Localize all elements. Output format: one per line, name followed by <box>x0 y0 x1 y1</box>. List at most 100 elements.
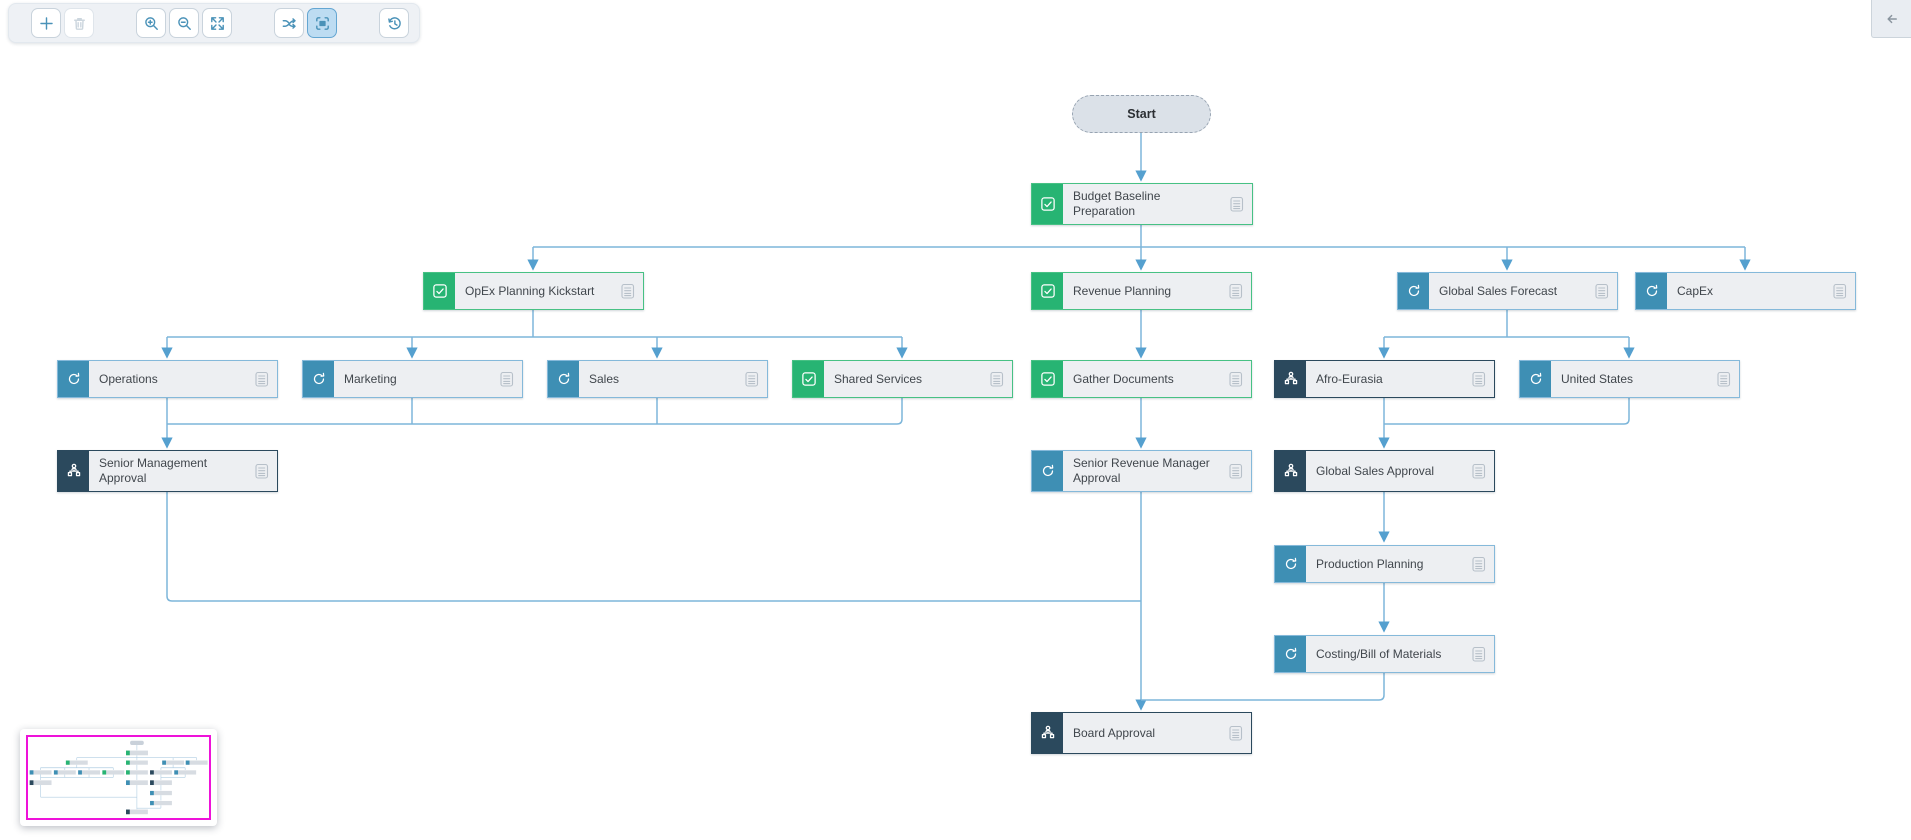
node-label: CapEx <box>1677 283 1714 298</box>
history-button[interactable] <box>379 8 409 38</box>
refresh-icon <box>1275 636 1306 672</box>
connector <box>1141 673 1385 701</box>
menu-icon <box>1472 463 1486 479</box>
node-label: Senior Management Approval <box>99 456 208 485</box>
hierarchy-icon <box>67 463 80 477</box>
node-menu-icon[interactable] <box>247 361 277 397</box>
node-menu-icon[interactable] <box>1464 451 1494 491</box>
node-revenue[interactable]: Revenue Planning <box>1031 272 1252 310</box>
connector <box>167 398 903 425</box>
node-operations[interactable]: Operations <box>57 360 278 398</box>
node-label: Production Planning <box>1316 556 1424 571</box>
node-menu-icon[interactable] <box>1464 361 1494 397</box>
node-menu-icon[interactable] <box>1709 361 1739 397</box>
minimap[interactable] <box>20 729 217 826</box>
node-prod[interactable]: Production Planning <box>1274 545 1495 583</box>
node-label: Global Sales Forecast <box>1439 283 1558 298</box>
node-label: Sales <box>589 371 620 386</box>
fit-to-screen-button[interactable] <box>307 8 337 38</box>
node-menu-icon[interactable] <box>982 361 1012 397</box>
node-opex[interactable]: OpEx Planning Kickstart <box>423 272 644 310</box>
refresh-icon <box>313 372 324 385</box>
node-menu-icon[interactable] <box>737 361 767 397</box>
checkbox-icon <box>1040 197 1055 211</box>
auto-layout-button[interactable] <box>274 8 304 38</box>
node-menu-icon[interactable] <box>1587 273 1617 309</box>
node-shared[interactable]: Shared Services <box>792 360 1013 398</box>
node-menu-icon[interactable] <box>1825 273 1855 309</box>
connector <box>166 492 1141 602</box>
node-costing[interactable]: Costing/Bill of Materials <box>1274 635 1495 673</box>
zoom-in-button[interactable] <box>136 8 166 38</box>
minimap-viewport[interactable] <box>26 735 211 820</box>
node-label: Global Sales Approval <box>1316 463 1435 478</box>
fit-icon <box>315 16 329 30</box>
node-menu-icon[interactable] <box>1464 636 1494 672</box>
node-menu-icon[interactable] <box>1221 713 1251 753</box>
checkbox-icon <box>1032 184 1063 224</box>
node-afro[interactable]: Afro-Eurasia <box>1274 360 1495 398</box>
plus-icon <box>39 16 53 30</box>
node-menu-icon[interactable] <box>1221 361 1251 397</box>
expand-button[interactable] <box>202 8 232 38</box>
refresh-icon <box>1398 273 1429 309</box>
node-menu-icon[interactable] <box>1464 546 1494 582</box>
refresh-icon <box>1636 273 1667 309</box>
checkbox-icon <box>1032 273 1063 309</box>
node-sma[interactable]: Senior Management Approval <box>57 450 278 492</box>
checkbox-icon <box>793 361 824 397</box>
hierarchy-icon <box>1275 361 1306 397</box>
node-label: Senior Revenue Manager Approval <box>1073 456 1210 485</box>
node-label: Budget Baseline Preparation <box>1073 189 1161 218</box>
node-capex[interactable]: CapEx <box>1635 272 1856 310</box>
checkbox-icon <box>801 372 816 386</box>
node-menu-icon[interactable] <box>1222 184 1252 224</box>
zoom-in-icon <box>144 16 158 30</box>
toolbar-group-3 <box>379 8 409 38</box>
menu-icon <box>500 371 514 387</box>
menu-icon <box>1229 283 1243 299</box>
node-marketing[interactable]: Marketing <box>302 360 523 398</box>
node-gather[interactable]: Gather Documents <box>1031 360 1252 398</box>
node-gsa[interactable]: Global Sales Approval <box>1274 450 1495 492</box>
node-menu-icon[interactable] <box>1221 451 1251 491</box>
node-label: Board Approval <box>1073 725 1156 740</box>
node-label: Start <box>1127 107 1156 121</box>
add-step-button[interactable] <box>31 8 61 38</box>
node-srma[interactable]: Senior Revenue Manager Approval <box>1031 450 1252 492</box>
node-sales[interactable]: Sales <box>547 360 768 398</box>
menu-icon <box>1229 463 1243 479</box>
refresh-icon <box>1285 647 1296 660</box>
refresh-icon <box>1275 546 1306 582</box>
refresh-icon <box>1032 451 1063 491</box>
refresh-icon <box>1042 464 1053 477</box>
checkbox-icon <box>432 284 447 298</box>
node-start[interactable]: Start <box>1072 95 1211 133</box>
node-menu-icon[interactable] <box>1221 273 1251 309</box>
zoom-out-button[interactable] <box>169 8 199 38</box>
checkbox-icon <box>1040 284 1055 298</box>
trash-icon <box>73 17 85 30</box>
node-label: OpEx Planning Kickstart <box>465 283 595 298</box>
checkbox-icon <box>1040 372 1055 386</box>
menu-icon <box>1717 371 1731 387</box>
refresh-icon <box>1520 361 1551 397</box>
node-budget[interactable]: Budget Baseline Preparation <box>1031 183 1253 225</box>
node-label: United States <box>1561 371 1634 386</box>
node-menu-icon[interactable] <box>613 273 643 309</box>
node-menu-icon[interactable] <box>492 361 522 397</box>
refresh-icon <box>1285 557 1296 570</box>
delete-step-button[interactable] <box>64 8 94 38</box>
menu-icon <box>1472 556 1486 572</box>
node-board[interactable]: Board Approval <box>1031 712 1252 754</box>
node-menu-icon[interactable] <box>247 451 277 491</box>
collapse-panel-button[interactable] <box>1871 0 1911 38</box>
node-us[interactable]: United States <box>1519 360 1740 398</box>
menu-icon <box>1595 283 1609 299</box>
toolbar-group-1 <box>136 8 232 38</box>
node-gsf[interactable]: Global Sales Forecast <box>1397 272 1618 310</box>
hierarchy-icon <box>1032 713 1063 753</box>
menu-icon <box>255 371 269 387</box>
refresh-icon <box>68 372 79 385</box>
hierarchy-icon <box>1284 371 1297 385</box>
